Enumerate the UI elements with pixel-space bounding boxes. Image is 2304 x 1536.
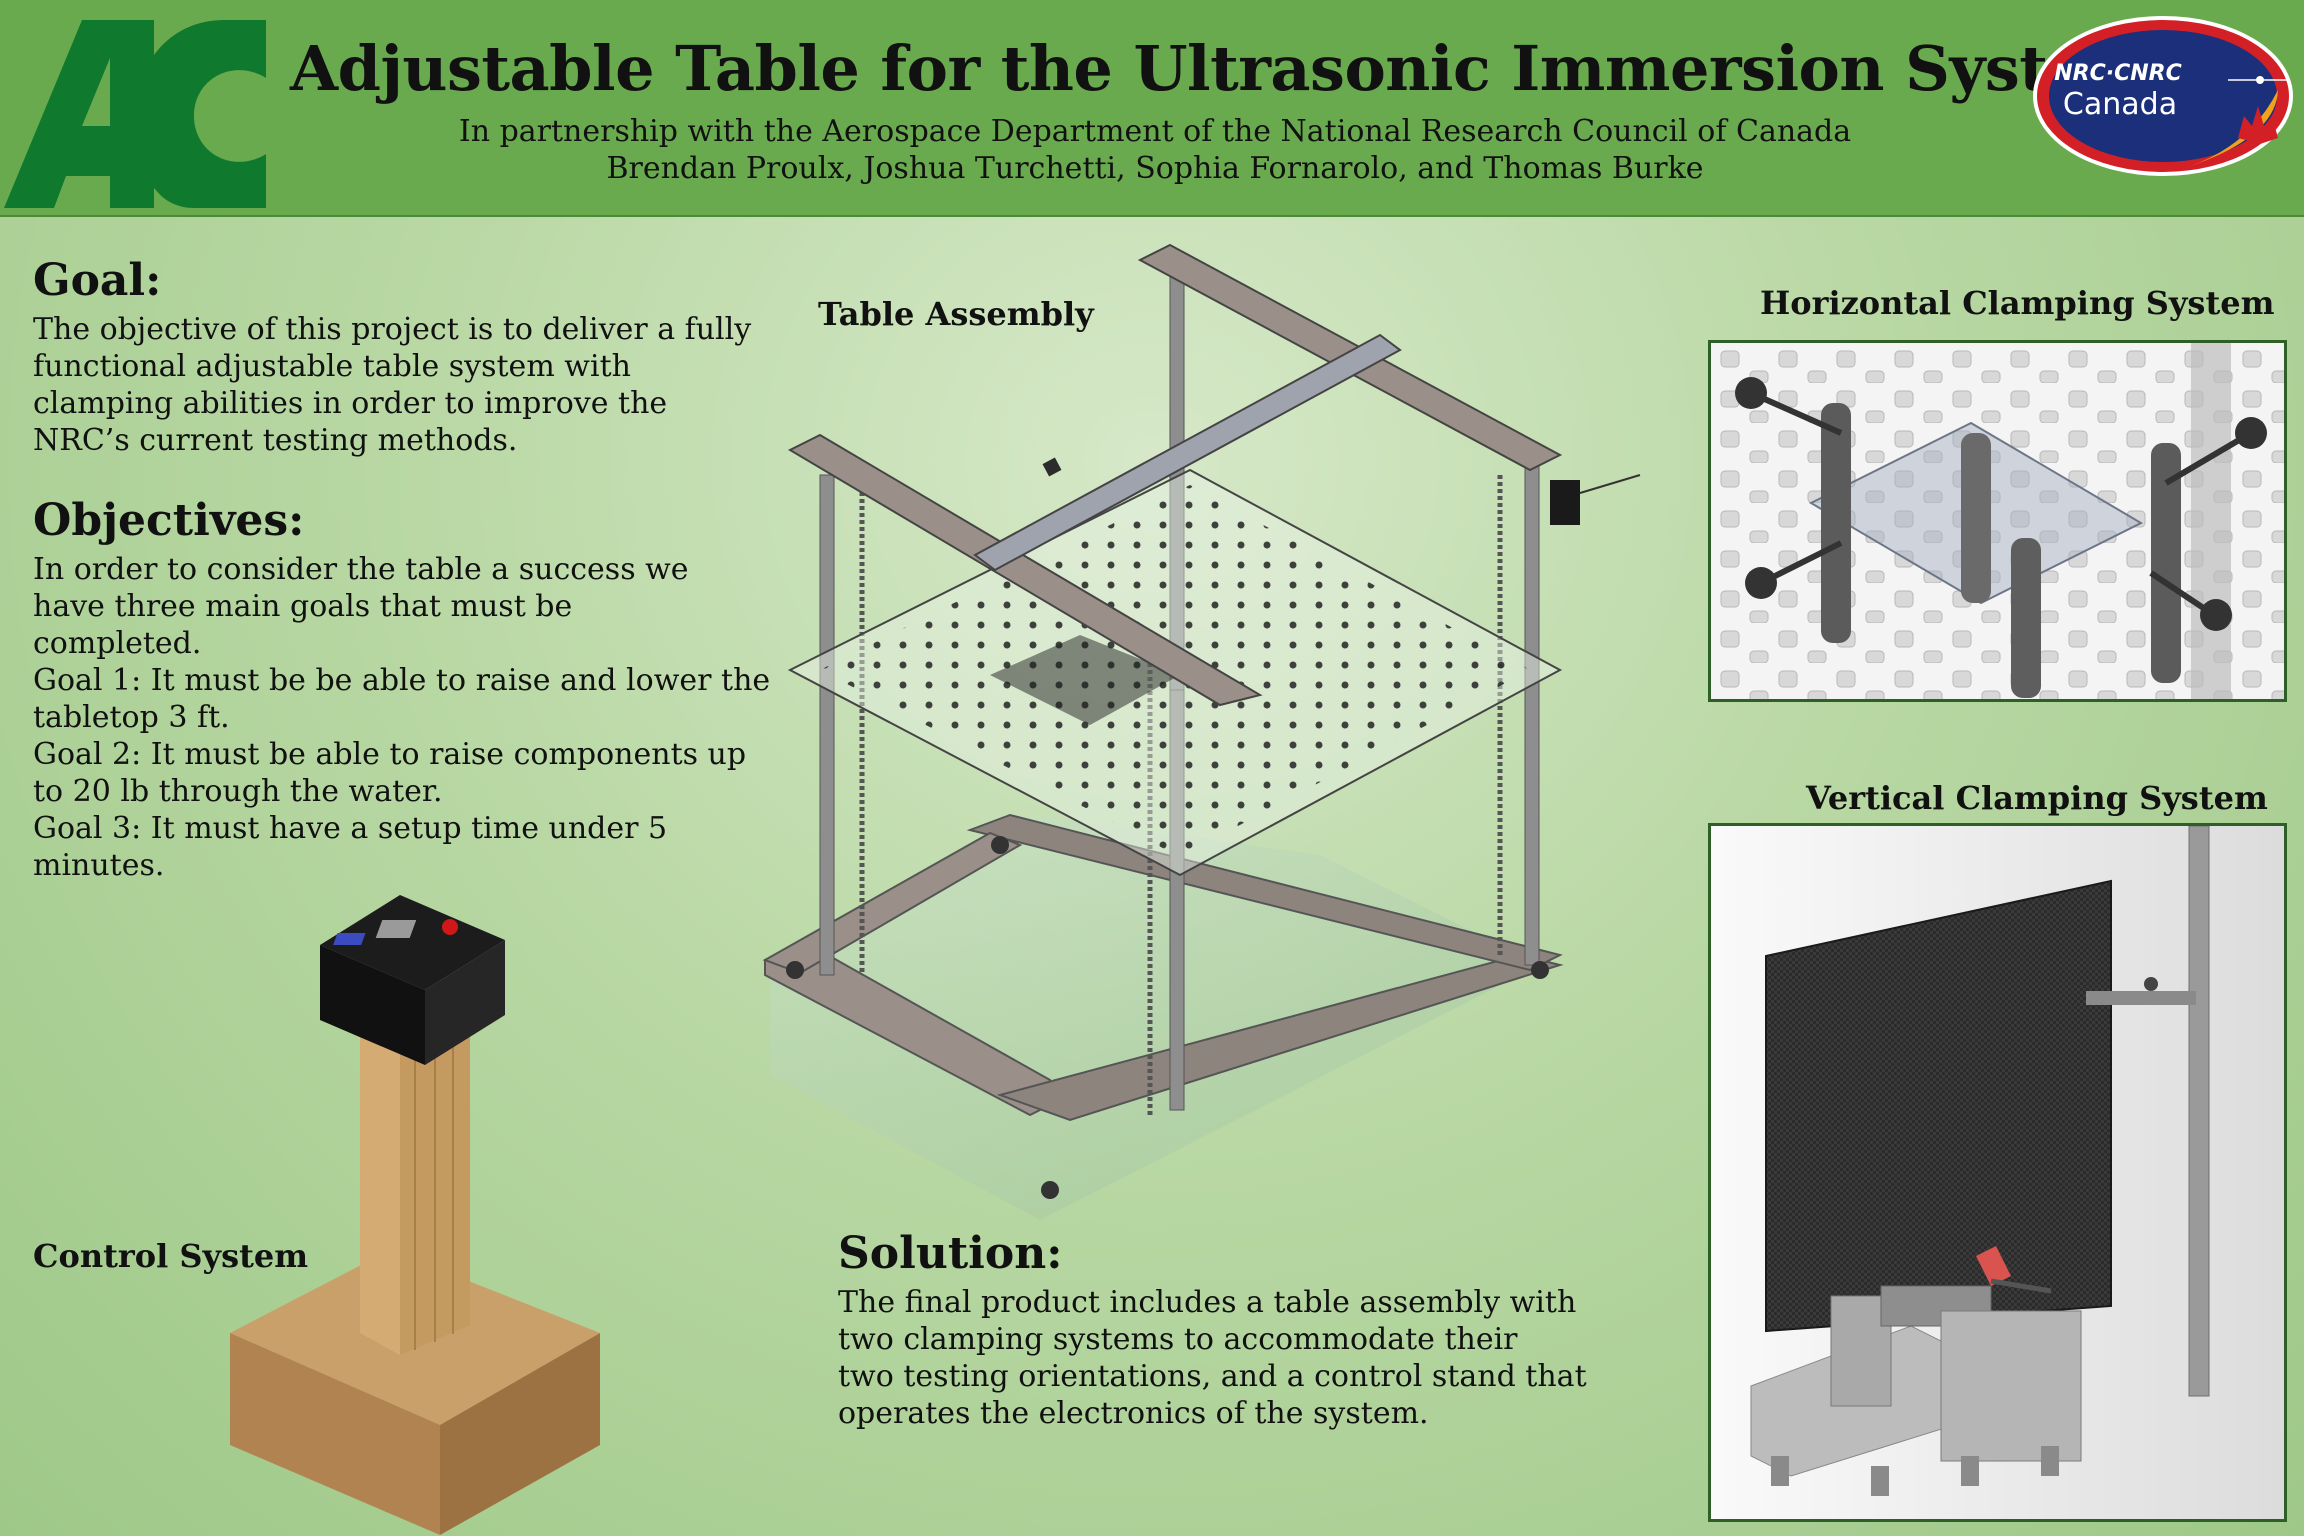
poster-header: Adjustable Table for the Ultrasonic Imme… xyxy=(0,0,2304,217)
goal-line: clamping abilities in order to improve t… xyxy=(33,386,668,421)
solution-line: operates the electronics of the system. xyxy=(838,1396,1429,1431)
ac-logo xyxy=(4,20,266,208)
goal-heading: Goal: xyxy=(33,255,162,306)
nrc-logo-line1: NRC·CNRC xyxy=(2054,61,2182,86)
table-assembly-render xyxy=(762,243,1641,1220)
objectives-line: completed. xyxy=(33,626,202,661)
solution-line: two testing orientations, and a control … xyxy=(838,1359,1587,1394)
nrc-logo-line2: Canada xyxy=(2063,87,2177,122)
objectives-line: In order to consider the table a success… xyxy=(33,552,689,587)
solution-line: The final product includes a table assem… xyxy=(838,1285,1577,1320)
objectives-text: In order to consider the table a success… xyxy=(33,551,770,884)
objectives-line: Goal 3: It must have a setup time under … xyxy=(33,811,668,846)
objectives-line: have three main goals that must be xyxy=(33,589,573,624)
horizontal-clamping-label: Horizontal Clamping System xyxy=(1760,284,2275,322)
objectives-line: minutes. xyxy=(33,848,165,883)
vertical-clamping-label: Vertical Clamping System xyxy=(1806,779,2268,817)
solution-heading: Solution: xyxy=(838,1228,1063,1279)
table-assembly-label: Table Assembly xyxy=(818,295,1094,333)
nrc-cnrc-logo: NRC·CNRC Canada xyxy=(2033,16,2293,176)
goal-text: The objective of this project is to deli… xyxy=(33,311,751,459)
poster-title: Adjustable Table for the Ultrasonic Imme… xyxy=(290,32,2152,105)
authors-line: Brendan Proulx, Joshua Turchetti, Sophia… xyxy=(606,151,1704,186)
objectives-line: Goal 2: It must be able to raise compone… xyxy=(33,737,747,772)
objectives-heading: Objectives: xyxy=(33,495,305,546)
horizontal-clamping-render xyxy=(1711,343,2284,699)
objectives-line: Goal 1: It must be be able to raise and … xyxy=(33,663,771,698)
control-system-label: Control System xyxy=(33,1237,309,1275)
goal-line: functional adjustable table system with xyxy=(33,349,631,384)
vertical-clamping-render xyxy=(1711,826,2284,1519)
solution-text: The final product includes a table assem… xyxy=(838,1284,1587,1432)
partnership-subtitle: In partnership with the Aerospace Depart… xyxy=(458,114,1852,149)
goal-line: NRC’s current testing methods. xyxy=(33,423,518,458)
control-system-render xyxy=(230,895,600,1535)
solution-line: two clamping systems to accommodate thei… xyxy=(838,1322,1518,1357)
goal-line: The objective of this project is to deli… xyxy=(33,312,752,347)
objectives-line: to 20 lb through the water. xyxy=(33,774,443,809)
objectives-line: tabletop 3 ft. xyxy=(33,700,230,735)
horizontal-clamping-panel xyxy=(1708,340,2287,702)
vertical-clamping-panel xyxy=(1708,823,2287,1522)
